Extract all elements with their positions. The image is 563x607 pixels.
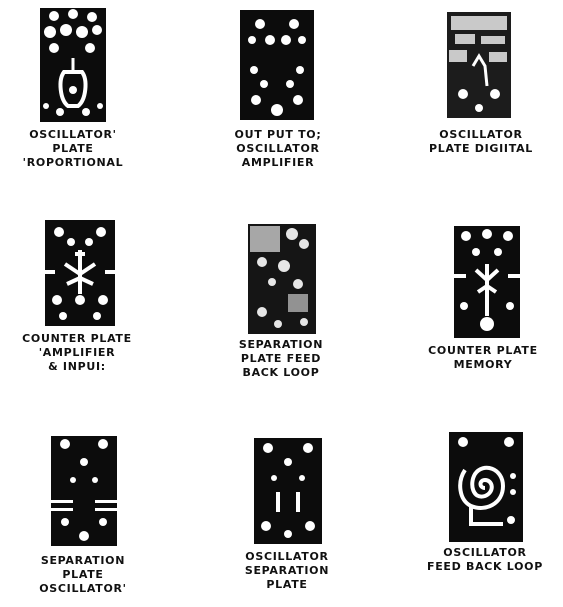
caption-line: OSCILLATOR': [10, 582, 156, 596]
oscillator-separation-plate-image: [254, 438, 322, 544]
caption-line: MEMORY: [410, 358, 556, 372]
caption-line: FEED BACK LOOP: [410, 560, 560, 574]
caption-line: AMPLIFIER: [205, 156, 351, 170]
separation-plate-oscillator-image: [51, 436, 117, 546]
caption-line: & INPUI:: [4, 360, 150, 374]
oscillator-feedback-loop-image: [449, 432, 523, 542]
counter-plate-memory-image: [454, 226, 520, 338]
caption-line: OSCILLATOR: [214, 550, 360, 564]
caption-line: OSCILLATOR': [0, 128, 146, 142]
caption-line: PLATE: [0, 142, 146, 156]
caption-line: SEPARATION: [10, 554, 156, 568]
oscillator-plate-digital-image: [447, 12, 511, 118]
caption-line: PLATE: [214, 578, 360, 592]
caption-line: PLATE FEED: [208, 352, 354, 366]
caption-line: OSCILLATOR: [410, 546, 560, 560]
caption-line: COUNTER PLATE: [4, 332, 150, 346]
output-to-oscillator-amplifier-image: [240, 10, 314, 120]
separation-plate-feedback-loop-image: [248, 224, 316, 334]
caption-line: OSCILLATOR: [205, 142, 351, 156]
caption-line: OUT PUT TO;: [205, 128, 351, 142]
caption-line: BACK LOOP: [208, 366, 354, 380]
caption-line: COUNTER PLATE: [410, 344, 556, 358]
caption-line: PLATE: [10, 568, 156, 582]
counter-plate-amplifier-input-image: [45, 220, 115, 326]
caption-line: SEPARATION: [208, 338, 354, 352]
caption-line: PLATE DIGIITAL: [408, 142, 554, 156]
caption-line: OSCILLATOR: [408, 128, 554, 142]
oscillator-plate-proportional-image: [40, 8, 106, 122]
caption-line: 'ROPORTIONAL: [0, 156, 146, 170]
caption-line: 'AMPLIFIER: [4, 346, 150, 360]
caption-line: SEPARATION: [214, 564, 360, 578]
